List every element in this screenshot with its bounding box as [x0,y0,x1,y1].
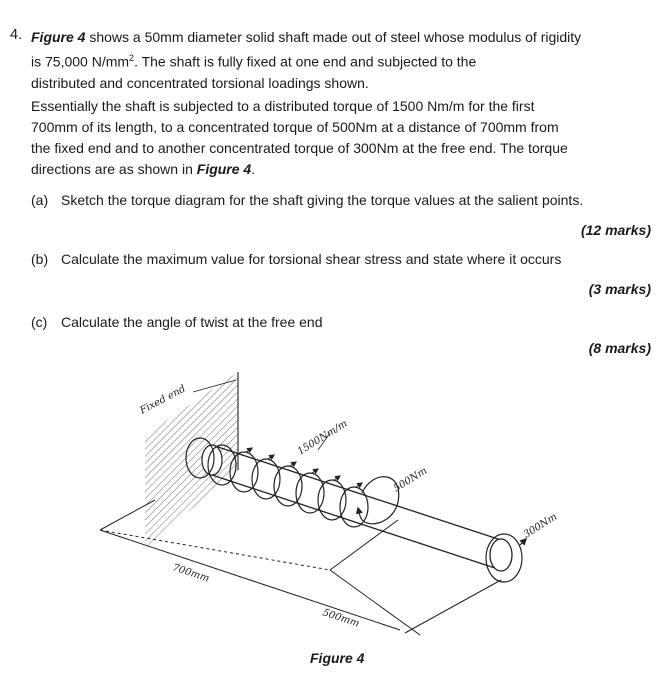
part-a-text: Sketch the torque diagram for the shaft … [61,192,584,208]
detail-line-4b: . [251,161,256,177]
part-b-marks: (3 marks) [588,281,651,297]
intro-line-3: distributed and concentrated torsional l… [31,74,369,91]
distributed-torque-label: 1500Nm/m [296,418,350,457]
torque-500-label: 500Nm [392,465,429,494]
torque-300-symbol [485,533,528,583]
figure-reference: Figure 4 [31,29,86,45]
part-a: (a) Sketch the torque diagram for the sha… [31,192,583,208]
torque-300-label: 300Nm [522,511,559,540]
part-b-label: (b) [31,251,49,267]
detail-line-1: Essentially the shaft is subjected to a … [31,98,535,114]
shaft-figure: Fixed end 1500Nm/m [99,372,559,636]
part-c-marks: (8 marks) [588,340,651,356]
distributed-leader [317,432,331,451]
part-c-label: (c) [31,314,48,330]
question-number: 4. [10,27,23,43]
dimension-lines [99,499,502,636]
intro-superscript: 2 [129,53,135,63]
part-b: (b) Calculate the maximum value for torsi… [31,251,561,267]
detail-line-4a: directions are as shown in [31,161,197,177]
detail-line-2: 700mm of its length, to a concentrated t… [31,119,559,135]
detail-line-3: the fixed end and to another concentrate… [31,140,568,156]
distributed-torque-coils [185,437,369,528]
part-a-marks: (12 marks) [580,222,651,238]
part-a-label: (a) [31,192,49,208]
coil-arrows [245,447,363,489]
torque-500-symbol [355,476,400,525]
dimension-700-label: 700mm [171,562,211,584]
intro-line-2b: . The shaft is fully fixed at one end an… [134,53,477,70]
detail-paragraph: Essentially the shaft is subjected to a … [31,96,653,180]
part-c-text: Calculate the angle of twist at the free… [61,314,323,330]
part-c: (c) Calculate the angle of twist at the f… [31,314,323,330]
fixed-end-leader [192,379,237,393]
figure-caption: Figure 4 [310,650,365,666]
intro-line-2a: is 75,000 N/mm [31,53,130,70]
intro-line-1: shows a 50mm diameter solid shaft made o… [85,29,582,45]
figure-reference-2: Figure 4 [196,161,252,177]
intro-paragraph: Figure 4 shows a 50mm diameter solid sha… [31,27,653,94]
part-b-text: Calculate the maximum value for torsiona… [61,251,562,267]
shaft [201,444,513,572]
